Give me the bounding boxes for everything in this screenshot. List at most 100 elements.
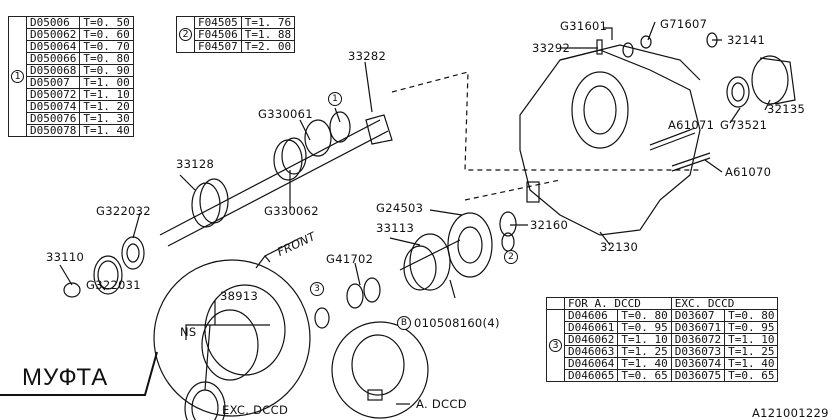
table-cell: D046062 [563, 333, 619, 346]
table-cell: D050066 [25, 52, 81, 65]
table-cell: D046063 [563, 345, 619, 358]
table-cell: D050078 [25, 124, 81, 137]
a-dccd-magnifier [331, 321, 429, 419]
table-cell: EXC. DCCD [670, 297, 779, 310]
table-cell: T=0. 80 [79, 52, 134, 65]
table-cell: D050074 [25, 100, 81, 113]
bolt-marker-b: B [397, 316, 411, 330]
table-cell: D046061 [563, 321, 619, 334]
part-label: 33282 [348, 49, 387, 63]
table-cell: FOR A. DCCD [564, 297, 672, 310]
table-cell: D036073 [670, 345, 726, 358]
part-label: A61071 [668, 118, 715, 132]
part-label: 32135 [767, 102, 806, 116]
part-label: 33292 [532, 41, 571, 55]
table-cell: T=1. 25 [617, 345, 672, 358]
exc-dccd-magnifier [153, 259, 311, 417]
callout-2: 2 [504, 250, 518, 264]
table-cell: T=0. 60 [79, 28, 134, 41]
callout-marker: 2 [179, 28, 192, 41]
seal-g73521 [726, 76, 750, 108]
table-cell: D036074 [670, 357, 726, 370]
table-marker: 1 [8, 16, 27, 137]
drawing-number: A121001229 [752, 406, 829, 420]
table-cell: D036071 [670, 321, 726, 334]
annotation-mufta: МУФТА [22, 364, 109, 391]
part-label: G41702 [326, 252, 374, 266]
table-cell: T=0. 65 [724, 369, 779, 382]
part-label: G322031 [86, 278, 141, 292]
table-cell: D03607 [670, 309, 726, 322]
table-cell: T=1. 10 [79, 88, 134, 101]
table-cell: D036072 [670, 333, 726, 346]
table-cell: T=1. 88 [240, 28, 296, 41]
part-label: 32160 [530, 218, 569, 232]
table-cell: D050062 [25, 28, 81, 41]
table-cell: D050076 [25, 112, 81, 125]
table-cell: D04606 [563, 309, 619, 322]
table-cell: D046065 [563, 369, 619, 382]
part-label: 33128 [176, 157, 215, 171]
table-cell: T=1. 00 [79, 76, 134, 89]
cover-32135 [751, 55, 789, 105]
table-marker: 2 [176, 16, 195, 53]
table-cell: T=0. 80 [617, 309, 672, 322]
part-label: 33110 [46, 250, 85, 264]
table-cell: D05007 [25, 76, 81, 89]
table-cell: T=0. 50 [79, 16, 134, 29]
part-label: 32141 [727, 33, 766, 47]
callout-1: 1 [328, 92, 342, 106]
table-cell: T=0. 70 [79, 40, 134, 53]
table-cell: F04505 [194, 16, 242, 29]
table-cell: T=0. 90 [79, 64, 134, 77]
callout-marker: 1 [11, 70, 24, 83]
table-cell: T=1. 40 [724, 357, 779, 370]
table-marker: 3 [546, 309, 565, 382]
part-label: G330061 [258, 107, 313, 121]
part-label: 010508160(4) [414, 316, 500, 330]
table-cell: T=1. 10 [617, 333, 672, 346]
table-cell: D05006 [25, 16, 81, 29]
table-cell: T=1. 30 [79, 112, 134, 125]
part-label: G24503 [376, 201, 424, 215]
table-cell: F04506 [194, 28, 242, 41]
callout-marker: 3 [549, 339, 562, 352]
table-cell: T=0. 80 [724, 309, 779, 322]
shaft-33128 [159, 119, 389, 247]
table-cell: D036075 [670, 369, 726, 382]
part-label: 38913 [220, 289, 259, 303]
table-cell: D050068 [25, 64, 81, 77]
table-cell: T=1. 76 [240, 16, 296, 29]
variant-label: A. DCCD [416, 397, 467, 411]
table-cell: D050064 [25, 40, 81, 53]
table-cell: T=1. 40 [79, 124, 134, 137]
table-cell: T=0. 65 [617, 369, 672, 382]
part-label: G330062 [264, 204, 319, 218]
part-label: G31601 [560, 19, 608, 33]
table-cell: T=1. 10 [724, 333, 779, 346]
table-cell: D046064 [563, 357, 619, 370]
table-cell: D050072 [25, 88, 81, 101]
transfer-housing-32130 [519, 49, 701, 236]
table-cell: T=0. 95 [724, 321, 779, 334]
table-cell [546, 297, 565, 310]
part-label: A61070 [725, 165, 772, 179]
